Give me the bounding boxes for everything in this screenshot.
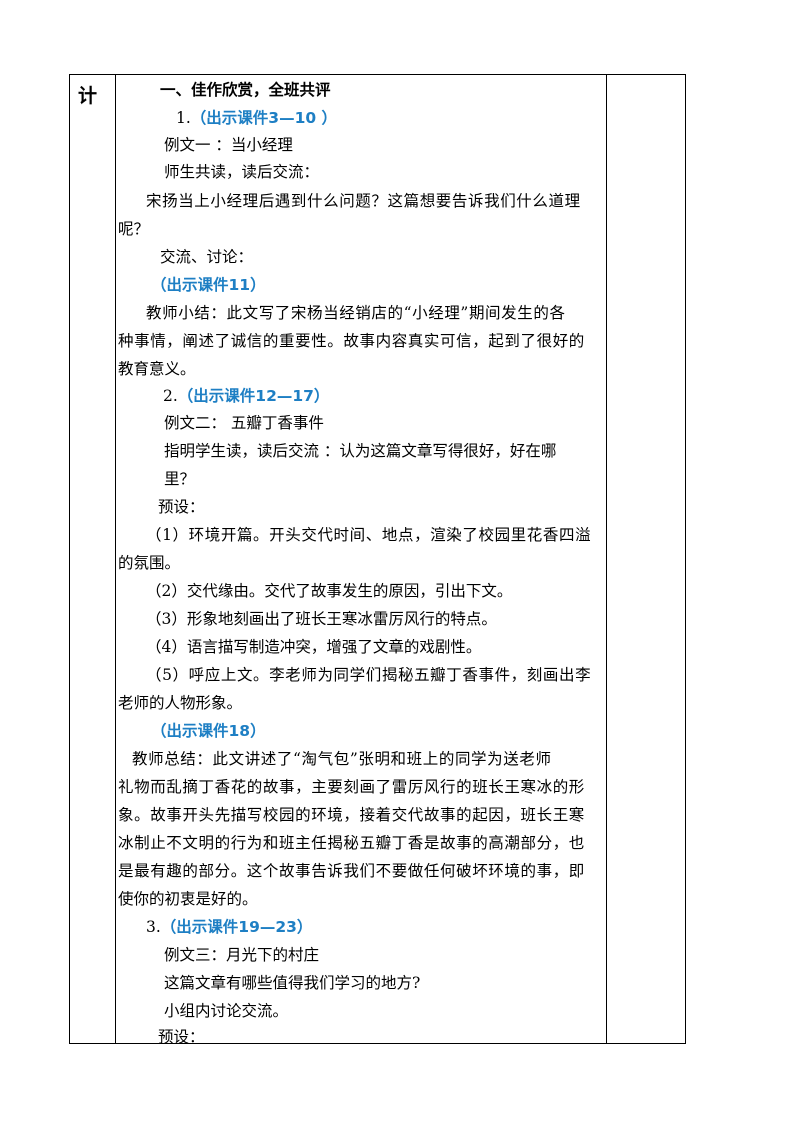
line-32: 例文三：月光下的村庄 bbox=[164, 946, 320, 964]
line-25: 教师总结：此文讲述了“淘气包”张明和班上的同学为送老师 bbox=[132, 750, 552, 768]
line-28: 冰制止不文明的行为和班主任揭秘五瓣丁香是故事的高潮部分，也 bbox=[118, 834, 585, 852]
courseware-link[interactable]: （出示课件3—10 ） bbox=[190, 109, 338, 127]
line-10: 种事情，阐述了诚信的重要性。故事内容真实可信，起到了很好的 bbox=[118, 332, 585, 350]
line-26: 礼物而乱摘丁香花的故事，主要刻画了雷厉风行的班长王寒冰的形 bbox=[118, 778, 585, 796]
line-12: 2.（出示课件12—17） bbox=[163, 386, 329, 406]
line-22: （5）呼应上文。李老师为同学们揭秘五瓣丁香事件，刻画出李 bbox=[146, 666, 592, 684]
line-34: 小组内讨论交流。 bbox=[164, 1002, 289, 1020]
line-11: 教育意义。 bbox=[118, 360, 196, 378]
line-13: 例文二： 五瓣丁香事件 bbox=[164, 414, 324, 432]
line-9: 教师小结：此文写了宋杨当经销店的“小经理”期间发生的各 bbox=[146, 304, 566, 322]
courseware-link[interactable]: （出示课件18） bbox=[151, 722, 266, 740]
line-31: 3.（出示课件19—23） bbox=[146, 917, 312, 937]
lesson-table: 计 一、佳作欣赏，全班共评 1.（出示课件3—10 ） 例文一 ：当小经理 师生… bbox=[69, 74, 686, 1046]
column-divider-right bbox=[606, 75, 607, 1043]
line-30: 使你的初衷是好的。 bbox=[118, 890, 258, 908]
column-divider-left bbox=[115, 75, 116, 1043]
line-16: 预设： bbox=[158, 498, 205, 516]
line-5: 宋扬当上小经理后遇到什么问题？这篇想要告诉我们什么道理 bbox=[146, 192, 581, 210]
line-33: 这篇文章有哪些值得我们学习的地方? bbox=[164, 974, 421, 992]
section-heading: 一、佳作欣赏，全班共评 bbox=[160, 81, 331, 99]
line-21: （4）语言描写制造冲突，增强了文章的戏剧性。 bbox=[146, 638, 482, 656]
line-20: （3）形象地刻画出了班长王寒冰雷厉风行的特点。 bbox=[146, 610, 497, 628]
line-17: （1）环境开篇。开头交代时间、地点，渲染了校园里花香四溢 bbox=[146, 526, 592, 544]
line-7: 交流、讨论： bbox=[160, 248, 254, 266]
line-35: 预设： bbox=[158, 1028, 205, 1046]
line-23: 老师的人物形象。 bbox=[118, 694, 243, 712]
courseware-link[interactable]: （出示课件12—17） bbox=[177, 387, 330, 405]
line-29: 是最有趣的部分。这个故事告诉我们不要做任何破坏环境的事，即 bbox=[118, 862, 585, 880]
line-19: （2）交代缘由。交代了故事发生的原因，引出下文。 bbox=[146, 582, 513, 600]
item-number: 3. bbox=[146, 918, 161, 936]
line-6: 呢？ bbox=[118, 220, 150, 238]
line-2: 1.（出示课件3—10 ） bbox=[176, 108, 337, 128]
courseware-link[interactable]: （出示课件19—23） bbox=[160, 918, 313, 936]
line-27: 象。故事开头先描写校园的环境，接着交代故事的起因，班长王寒 bbox=[118, 806, 585, 824]
line-4: 师生共读，读后交流： bbox=[164, 163, 320, 181]
line-15: 里？ bbox=[164, 470, 196, 488]
line-3: 例文一 ：当小经理 bbox=[164, 136, 293, 154]
item-number: 1. bbox=[176, 109, 191, 127]
courseware-link[interactable]: （出示课件11） bbox=[151, 276, 266, 294]
side-label: 计 bbox=[78, 85, 98, 107]
item-number: 2. bbox=[163, 387, 178, 405]
line-14: 指明学生读，读后交流 ：认为这篇文章写得很好，好在哪 bbox=[164, 442, 557, 460]
line-18: 的氛围。 bbox=[118, 554, 181, 572]
